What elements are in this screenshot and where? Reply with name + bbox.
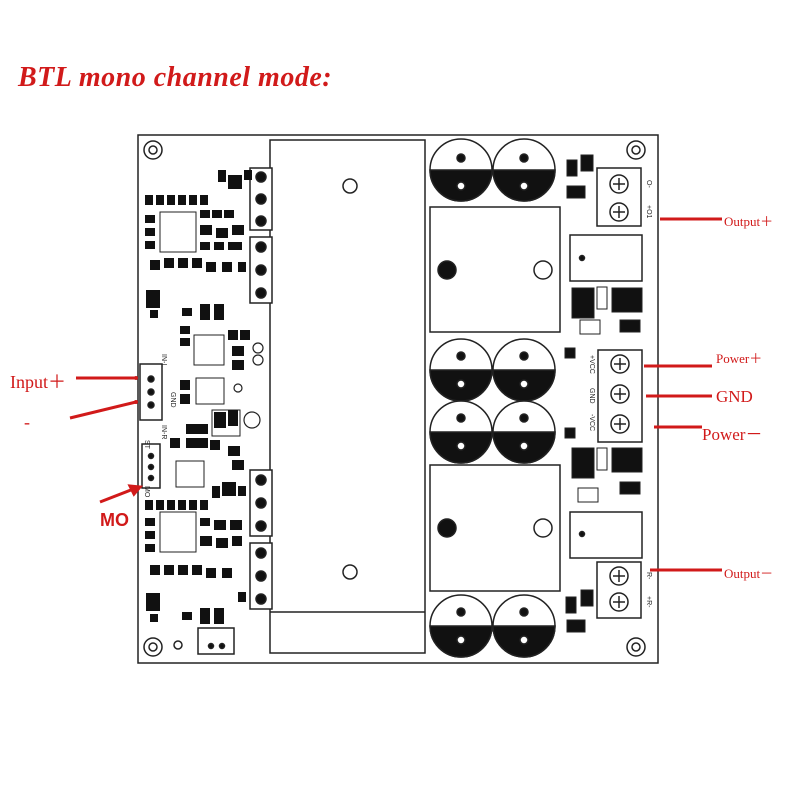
bottom-connector	[197, 627, 235, 655]
label-input-plus: Input＋	[10, 372, 66, 392]
capacitor	[492, 138, 556, 202]
capacitors	[429, 138, 556, 658]
silk-st: ST	[143, 440, 150, 450]
label-output-minus: Output－	[724, 566, 774, 581]
mounting-holes	[143, 140, 646, 657]
label-mo: MO	[100, 510, 129, 530]
left-smd-dark	[145, 170, 252, 624]
label-output-plus: Output＋	[724, 214, 774, 229]
silk-gnd-pin: GND	[588, 388, 595, 404]
label-power-minus: Power－	[702, 425, 763, 444]
annotation-lines	[69, 217, 722, 572]
capacitor	[429, 338, 493, 402]
label-power-plus: Power＋	[716, 351, 763, 366]
silk-vcc-minus: -VCC	[588, 414, 595, 431]
silk-out-top-b: +O1	[645, 205, 652, 219]
left-connectors	[249, 167, 273, 610]
inductors	[429, 206, 561, 592]
capacitor	[492, 400, 556, 464]
silk-vcc-plus: +VCC	[588, 355, 595, 374]
right-smd-parts	[564, 154, 643, 633]
mode-jumper	[141, 443, 161, 489]
silk-gnd: GND	[169, 392, 176, 408]
label-gnd: GND	[716, 387, 753, 406]
capacitor	[492, 594, 556, 658]
silk-in-l: IN-L	[160, 354, 167, 367]
capacitor	[429, 138, 493, 202]
silk-out-top-a: O-	[645, 180, 652, 188]
capacitor	[492, 338, 556, 402]
silk-out-bot-b: +R-	[645, 596, 652, 608]
terminal-output-bottom	[596, 561, 642, 619]
terminal-output-top	[596, 167, 642, 227]
page-title: BTL mono channel mode:	[18, 62, 333, 93]
heatsink	[269, 139, 426, 654]
silk-in-r: IN-R	[160, 425, 167, 439]
label-input-minus: -	[24, 412, 30, 432]
left-small-circles	[233, 342, 264, 429]
silk-out-bot-a: R-	[645, 572, 652, 580]
input-connector	[139, 363, 163, 421]
capacitor	[429, 400, 493, 464]
capacitor	[429, 594, 493, 658]
silk-mo: MO	[143, 486, 150, 498]
terminal-power	[597, 349, 643, 443]
right-modules	[569, 234, 643, 559]
